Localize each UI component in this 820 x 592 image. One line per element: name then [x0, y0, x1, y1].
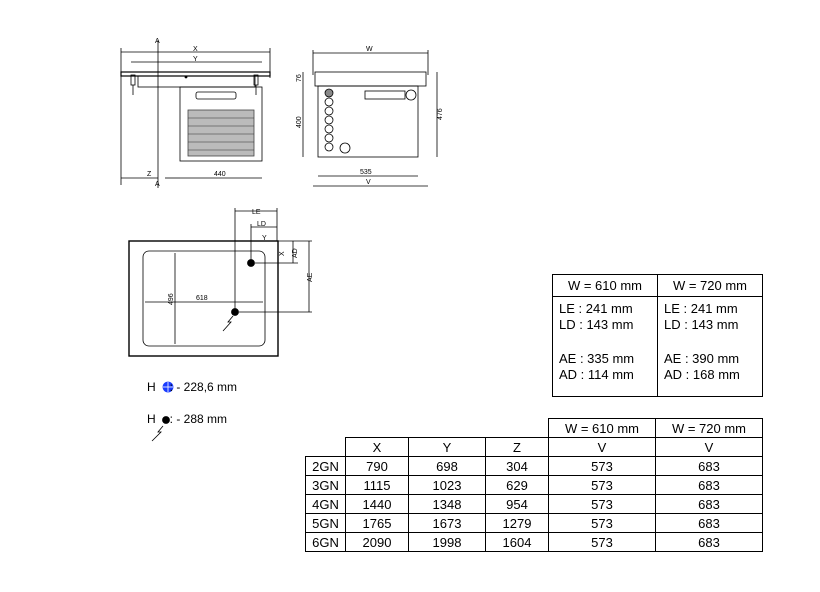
- dim-ld: LD: [257, 221, 266, 228]
- table-cell: 1765: [345, 513, 409, 533]
- col-header-v-720: V: [655, 437, 763, 457]
- values-610: LE : 241 mm LD : 143 mm AE : 335 mm AD :…: [552, 296, 658, 397]
- dim-618: 618: [196, 295, 208, 302]
- dim-440: 440: [214, 171, 226, 178]
- table-cell: 698: [408, 456, 486, 476]
- header-720: W = 720 mm: [657, 274, 763, 297]
- dim-le: LE: [252, 209, 261, 216]
- values-720: LE : 241 mm LD : 143 mm AE : 390 mm AD :…: [657, 296, 763, 397]
- col-header-y: Y: [408, 437, 486, 457]
- drain-arrow-icon: [151, 425, 164, 442]
- table-cell: 1023: [408, 475, 486, 495]
- le-720: LE : 241 mm: [664, 301, 738, 316]
- table-cell: 573: [548, 456, 656, 476]
- top-view: [128, 208, 312, 357]
- legend-h1-letter: H: [147, 380, 156, 394]
- dim-w: W: [366, 46, 373, 53]
- row-label: 5GN: [305, 513, 346, 533]
- ld-720: LD : 143 mm: [664, 317, 739, 332]
- dim-x-top: X: [279, 251, 286, 256]
- dim-535: 535: [360, 169, 372, 176]
- section-mark-top: A: [155, 38, 160, 45]
- table-cell: 1673: [408, 513, 486, 533]
- legend-h2: H : - 288 mm: [147, 412, 227, 426]
- group-header-610: W = 610 mm: [548, 418, 656, 438]
- table-cell: 683: [655, 456, 763, 476]
- table-cell: 1115: [345, 475, 409, 495]
- table-cell: 683: [655, 494, 763, 514]
- dim-ad: AD: [292, 248, 299, 258]
- legend-h2-value: : - 288 mm: [169, 412, 228, 426]
- drain-position-table: W = 610 mm W = 720 mm LE : 241 mm LD : 1…: [552, 274, 763, 397]
- dim-y: Y: [193, 56, 198, 63]
- legend-h2-letter: H: [147, 412, 156, 426]
- le-610: LE : 241 mm: [559, 301, 633, 316]
- dim-496: 496: [168, 293, 175, 305]
- table-cell: 790: [345, 456, 409, 476]
- table-cell: 683: [655, 532, 763, 552]
- dim-400: 400: [296, 116, 303, 128]
- legend-h1: H : - 228,6 mm: [147, 380, 237, 394]
- table-cell: 573: [548, 513, 656, 533]
- ld-610: LD : 143 mm: [559, 317, 634, 332]
- legend-h1-value: : - 228,6 mm: [169, 380, 238, 394]
- dim-x: X: [193, 46, 198, 53]
- group-header-720: W = 720 mm: [655, 418, 763, 438]
- dim-v: V: [366, 179, 371, 186]
- ae-720: AE : 390 mm: [664, 351, 740, 366]
- table-cell: 629: [485, 475, 549, 495]
- dim-476: 476: [437, 108, 444, 120]
- col-header-v-610: V: [548, 437, 656, 457]
- table-cell: 573: [548, 494, 656, 514]
- drain-outlet-icon: [162, 416, 170, 424]
- section-mark-bottom: A: [155, 181, 160, 188]
- dim-y-top: Y: [262, 235, 267, 242]
- table-cell: 1348: [408, 494, 486, 514]
- ad-720: AD : 168 mm: [664, 367, 740, 382]
- table-cell: 954: [485, 494, 549, 514]
- table-cell: 683: [655, 475, 763, 495]
- dim-ae: AE: [307, 272, 314, 282]
- row-label: 3GN: [305, 475, 346, 495]
- row-label: 6GN: [305, 532, 346, 552]
- table-cell: 1440: [345, 494, 409, 514]
- dim-z: Z: [147, 171, 152, 178]
- table-cell: 1604: [485, 532, 549, 552]
- table-cell: 573: [548, 532, 656, 552]
- ad-610: AD : 114 mm: [559, 367, 634, 382]
- table-cell: 1998: [408, 532, 486, 552]
- col-header-x: X: [345, 437, 409, 457]
- table-cell: 683: [655, 513, 763, 533]
- table-cell: 1279: [485, 513, 549, 533]
- table-cell: 2090: [345, 532, 409, 552]
- row-label: 2GN: [305, 456, 346, 476]
- front-view: [302, 50, 438, 187]
- dim-76: 76: [296, 74, 303, 82]
- col-header-z: Z: [485, 437, 549, 457]
- header-610: W = 610 mm: [552, 274, 658, 297]
- table-cell: 304: [485, 456, 549, 476]
- side-view: [120, 40, 271, 188]
- table-cell: 573: [548, 475, 656, 495]
- row-label: 4GN: [305, 494, 346, 514]
- ae-610: AE : 335 mm: [559, 351, 635, 366]
